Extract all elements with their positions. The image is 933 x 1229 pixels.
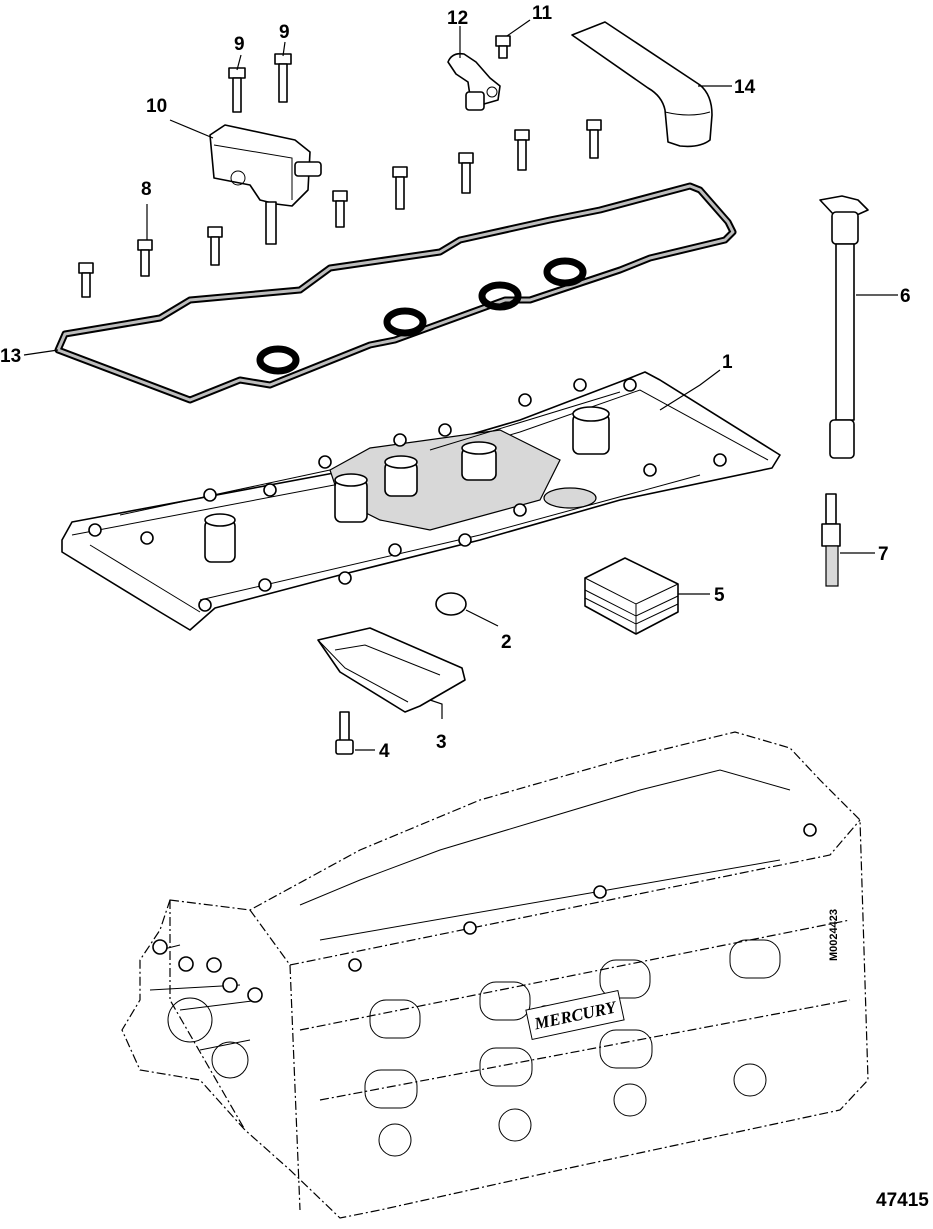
- part-7-spark-plug: [821, 493, 841, 587]
- callout-10: 10: [146, 96, 167, 117]
- part-2-plug: [435, 592, 467, 616]
- leader-lines: [23, 19, 898, 751]
- callout-5: 5: [714, 585, 725, 606]
- callout-1: 1: [722, 352, 733, 373]
- engine-block-outline: MERCURY M0024423: [121, 731, 869, 1219]
- part-12-camshaft-sensor: [447, 52, 501, 111]
- callout-3: 3: [436, 732, 447, 753]
- callout-9b: 9: [279, 22, 290, 43]
- drawing-code: M0024423: [828, 909, 840, 961]
- part-1-valve-cover: [61, 371, 781, 631]
- part-14-pcv-hose: [571, 21, 713, 148]
- part-5-pads: [584, 557, 679, 635]
- callout-labels: 1 2 3 4 5 6 7 8 9 9 10 11 12 13 14: [0, 3, 911, 762]
- part-10-coil-module: [209, 124, 322, 245]
- part-13-gasket: [54, 182, 737, 404]
- callout-12: 12: [447, 8, 468, 29]
- callout-11: 11: [532, 3, 553, 24]
- figure-number: 47415: [876, 1190, 929, 1211]
- callout-4: 4: [379, 741, 390, 762]
- callout-14: 14: [734, 77, 756, 98]
- callout-2: 2: [501, 632, 512, 653]
- part-3-heat-shield: [317, 627, 466, 713]
- part-8-cover-bolts: [78, 119, 602, 298]
- callout-6: 6: [900, 286, 911, 307]
- callout-8: 8: [141, 179, 152, 200]
- callout-9a: 9: [234, 34, 245, 55]
- part-11-bolt: [495, 35, 511, 59]
- part-6-coil-boot: [819, 195, 869, 459]
- callout-13: 13: [0, 346, 21, 367]
- callout-7: 7: [878, 544, 889, 565]
- part-4-stud: [335, 711, 354, 755]
- engine-logo-badge: MERCURY: [525, 989, 625, 1041]
- part-9-bolts: [228, 53, 292, 113]
